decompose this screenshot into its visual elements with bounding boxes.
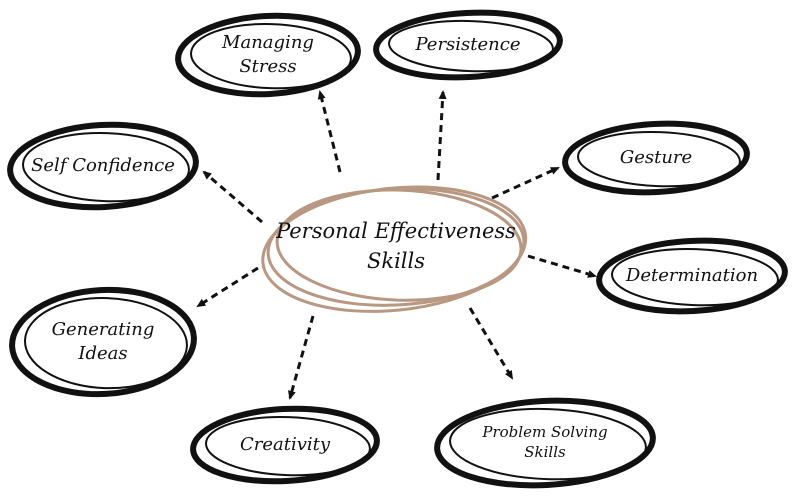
persistence-label: Persistence (414, 34, 520, 55)
arrow-to-persistence (436, 90, 447, 181)
gesture-outer-ellipse (562, 120, 750, 196)
creativity-outer-ellipse (190, 405, 380, 485)
center-label-line: Personal Effectiveness (275, 219, 516, 243)
generating-ideas-inner-ellipse (23, 297, 188, 390)
center-label-line: Skills (367, 249, 425, 273)
problem-solving-skills-label-line: Skills (524, 443, 566, 461)
center-ring (261, 185, 528, 313)
gesture-inner-ellipse (577, 130, 741, 188)
node-persistence: Persistence (373, 9, 563, 81)
gesture-label-line: Gesture (620, 147, 692, 168)
problem-solving-skills-inner-ellipse (449, 407, 647, 481)
generating-ideas-outer-ellipse (9, 286, 197, 398)
self-confidence-label-line: Self Confidence (31, 155, 175, 176)
determination-inner-ellipse (611, 247, 779, 307)
managing-stress-outer-ellipse (175, 12, 361, 98)
self-confidence-label: Self Confidence (31, 155, 175, 176)
creativity-label: Creativity (240, 434, 331, 455)
arrows (196, 90, 597, 400)
problem-solving-skills-label-line: Problem Solving (481, 423, 607, 441)
determination-label-line: Determination (625, 265, 758, 286)
node-creativity: Creativity (190, 405, 380, 485)
managing-stress-label-line: Managing (221, 32, 314, 53)
self-confidence-inner-ellipse (22, 132, 190, 203)
persistence-label-line: Persistence (414, 34, 520, 55)
node-gesture: Gesture (562, 120, 750, 196)
generating-ideas-label-line: Generating (52, 319, 155, 340)
creativity-inner-ellipse (205, 415, 371, 477)
arrow-to-self-confidence (202, 170, 263, 224)
generating-ideas-label-line: Ideas (77, 343, 127, 364)
node-self-confidence: Self Confidence (7, 121, 199, 211)
persistence-outer-ellipse (373, 9, 563, 81)
arrow-to-determination (527, 254, 597, 278)
problem-solving-skills-outer-ellipse (434, 397, 656, 489)
arrow-to-creativity (288, 315, 315, 400)
persistence-inner-ellipse (388, 19, 554, 73)
self-confidence-outer-ellipse (7, 121, 199, 211)
arrow-to-managing-stress (317, 90, 342, 173)
managing-stress-label-line: Stress (239, 56, 296, 77)
arrow-to-generating-ideas (196, 266, 259, 308)
gesture-label: Gesture (620, 147, 692, 168)
center-ring (275, 188, 523, 302)
node-determination: Determination (596, 237, 788, 315)
creativity-label-line: Creativity (240, 434, 331, 455)
managing-stress-inner-ellipse (190, 23, 352, 90)
determination-label: Determination (625, 265, 758, 286)
arrow-to-problem-solving-skills (468, 307, 514, 380)
determination-outer-ellipse (596, 237, 788, 315)
arrow-to-gesture (491, 166, 560, 200)
center-ring (266, 187, 526, 307)
